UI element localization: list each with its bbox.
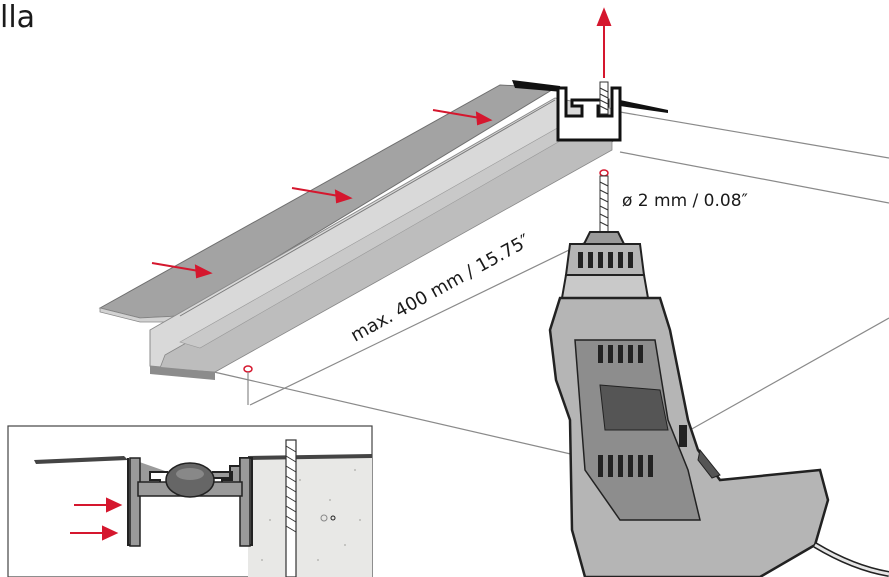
arrow-icon: [432, 109, 493, 126]
profile-end-cap: [150, 366, 215, 380]
exit-drill-bit: [596, 7, 612, 115]
substrate-block: [248, 456, 372, 577]
drill-hole-marker-icon: [599, 169, 609, 177]
drill-icon: [548, 175, 889, 577]
drill-bit-size-label: ø 2 mm / 0.08″: [622, 191, 748, 211]
drill-bit-icon: [599, 81, 609, 115]
arrow-icon: [151, 262, 213, 279]
detail-inset: [7, 425, 373, 577]
drill-bit-icon: [285, 439, 297, 577]
aluminium-profile: [98, 80, 668, 380]
arrow-icon: [70, 525, 119, 541]
heading-fragment: lla: [0, 0, 36, 35]
push-arrows: [151, 109, 493, 279]
guide-lines: [213, 111, 889, 456]
drill-hole-marker-icon: [243, 365, 253, 373]
arrow-icon: [596, 7, 612, 78]
arrow-icon: [74, 497, 123, 513]
arrow-icon: [291, 187, 353, 204]
